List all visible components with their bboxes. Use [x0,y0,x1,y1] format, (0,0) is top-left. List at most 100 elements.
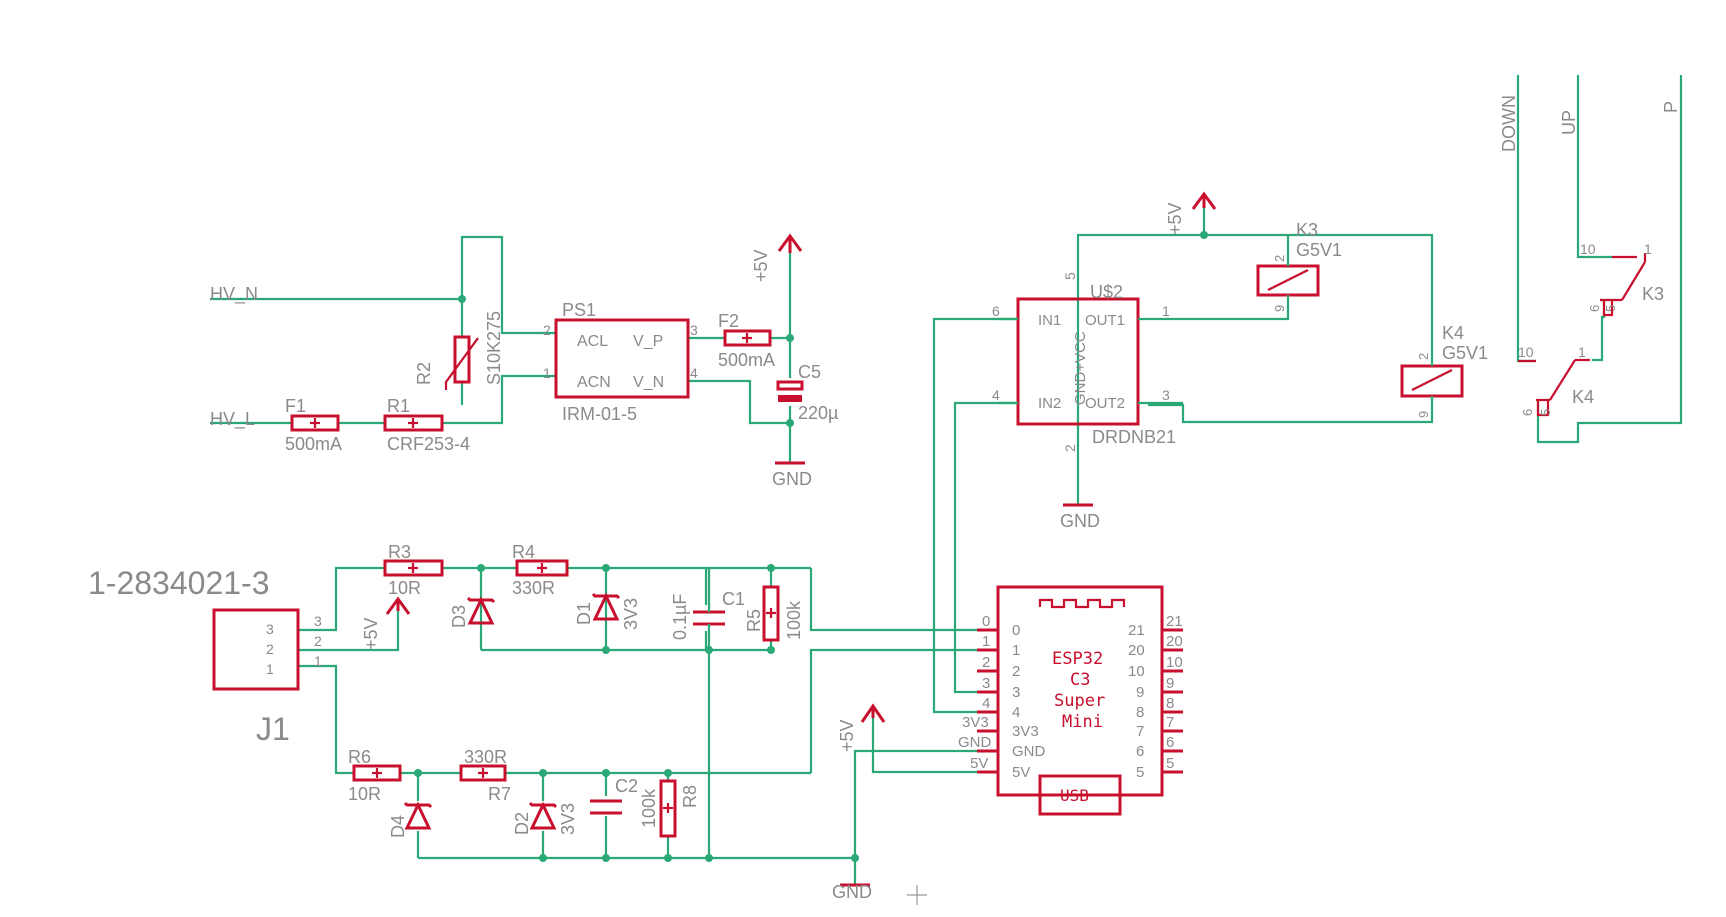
pin-num-bottom: 9 [1416,411,1431,418]
pin-inner: 5 [1136,764,1144,781]
supply-gnd-1: GND [772,461,812,489]
part-name: R2 [414,362,434,385]
pin-num-vp: 3 [690,322,698,338]
pin-num-6: 6 [992,303,1000,319]
pin-inner: 5V [1012,764,1030,781]
net-hv-l: HV_L [210,409,255,430]
pin-inner: 21 [1128,622,1145,639]
zener-diode-d3[interactable]: D3 [449,596,496,628]
supply-label: GND [1060,511,1100,531]
supply-label: GND [772,469,812,489]
pin-num-acl: 2 [543,322,551,338]
part-value: 100k [639,788,659,828]
capacitor-c2[interactable]: C2 [590,776,638,815]
title-line-3: Super [1054,691,1105,711]
module-esp32-c3[interactable]: USB ESP32 C3 Super Mini 0 1 2 3 4 3V3 GN… [958,585,1183,816]
pin-gnd-vcc: GND+VCC [1072,331,1089,405]
net-labels: HV_N HV_L DOWN UP P [210,95,1681,430]
title-line-1: ESP32 [1052,649,1103,669]
right-pins: 21 20 10 9 8 7 6 5 21 20 10 9 8 7 6 5 [1128,613,1183,781]
part-value: IRM-01-5 [562,404,637,424]
part-value: 500mA [285,434,342,454]
resistor-r1[interactable]: R1 CRF253-4 [383,396,470,454]
pin-acl: ACL [577,333,608,350]
pin-num-top: 2 [1416,353,1431,360]
pin-out1: OUT1 [1085,312,1125,329]
capacitor-c5[interactable]: C5 220µ [776,362,838,423]
part-name: R8 [680,785,700,808]
pin-outer: GND [958,734,992,751]
part-name: J1 [256,711,290,747]
varistor-r2[interactable]: R2 S10K275 [414,311,504,390]
pin-inner: 2 [1012,663,1020,680]
part-name: C1 [722,589,745,609]
relay-contact-k4[interactable]: 10 1 6 5 K4 [1518,344,1594,417]
pin-num-1: 1 [1578,344,1586,360]
part-name: R6 [348,747,371,767]
fuse-f2[interactable]: F2 500mA [718,311,775,370]
part-name: D1 [574,602,594,625]
fuse-f1[interactable]: F1 500mA [285,396,342,454]
junctions [414,231,1208,862]
zener-diode-d2[interactable]: D2 3V3 [512,801,578,835]
title-line-4: Mini [1062,712,1103,732]
resistor-r5[interactable]: R5 100k [744,585,804,642]
supply-gnd-3: GND [832,882,872,902]
part-value: G5V1 [1296,240,1342,260]
pin-outer: 8 [1166,695,1174,712]
pin-outer: 10 [1166,654,1183,671]
resistor-r3[interactable]: R3 10R [383,542,444,598]
pin-inner: 7 [1136,723,1144,740]
pin-num-vn: 4 [690,365,698,381]
supply-p5v-4: +5V [837,703,886,752]
resistor-r4[interactable]: R4 330R [512,542,569,598]
pin-vn: V_N [633,374,664,391]
part-name: R3 [388,542,411,562]
resistor-r7[interactable]: 330R R7 [459,747,511,804]
pin-inner: 0 [1012,622,1020,639]
pin-num-10: 10 [1518,344,1534,360]
supply-p5v-3: +5V [361,596,411,650]
power-module-ps1[interactable]: ACL ACN V_P V_N 2 1 3 4 PS1 IRM-01-5 [543,300,698,424]
part-name: C2 [615,776,638,796]
part-name: PS1 [562,300,596,320]
pin-num-top: 2 [1272,255,1287,262]
resistor-r8[interactable]: R8 100k [639,779,700,838]
pin-outer: 0 [982,613,990,630]
part-value: 220µ [798,403,838,423]
pin-num-1: 1 [1162,303,1170,319]
pin-num-1: 1 [314,653,322,669]
part-value: CRF253-4 [387,434,470,454]
title-line-2: C3 [1070,670,1090,690]
relay-coil-k4[interactable]: 2 9 K4 G5V1 [1400,323,1488,418]
resistor-r6[interactable]: R6 10R [348,747,402,804]
relay-contact-k3[interactable]: 10 1 6 5 K3 [1580,241,1664,317]
pin-num-6: 6 [1520,409,1535,416]
capacitor-c1[interactable]: C1 0.1µF [670,568,745,650]
pin-inner: 3 [1012,684,1020,701]
net-hv-n: HV_N [210,284,258,305]
pin-num-2: 2 [1062,444,1078,452]
part-value: 3V3 [558,803,578,835]
part-value: 10R [348,784,381,804]
pin-outer: 1 [982,633,990,650]
zener-diode-d4[interactable]: D4 [388,801,433,838]
part-value: G5V1 [1442,343,1488,363]
relay-coil-k3[interactable]: 2 9 K3 G5V1 [1256,220,1342,312]
pin-outer: 21 [1166,613,1183,630]
pin-num-4: 4 [992,387,1000,403]
part-value: 330R [512,578,555,598]
part-value: 1-2834021-3 [88,565,269,601]
pin-inner: 4 [1012,704,1020,721]
pin-num-10: 10 [1580,241,1596,257]
pin-outer: 7 [1166,714,1174,731]
zener-diode-d1[interactable]: D1 3V3 [574,592,641,630]
driver-drdnb21[interactable]: IN1 IN2 OUT1 OUT2 GND+VCC 6 4 1 3 5 2 U$… [992,272,1183,452]
connector-j1[interactable]: 3 2 1 3 2 1 1-2834021-3 J1 [88,565,322,747]
part-name: F1 [285,396,306,416]
part-value: S10K275 [484,311,504,385]
pin-num-5: 5 [1538,409,1553,416]
pin-acn: ACN [577,374,611,391]
supply-p5v-2: +5V [1165,191,1217,235]
